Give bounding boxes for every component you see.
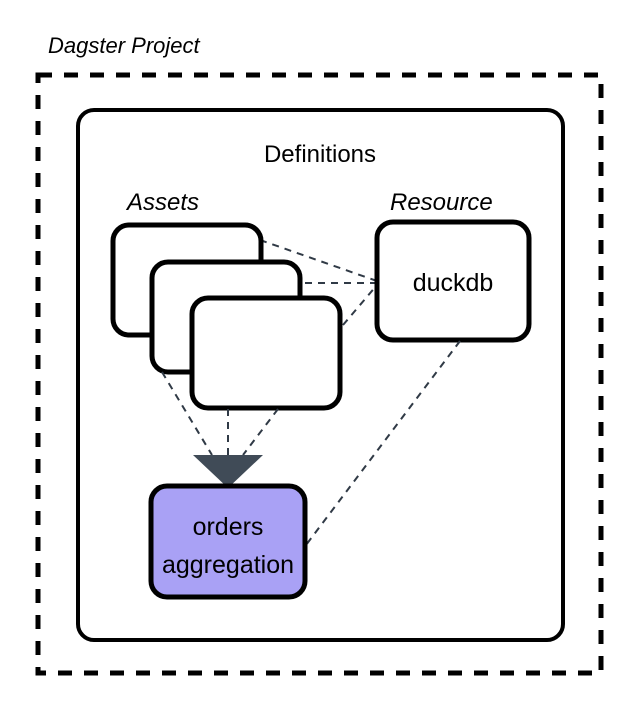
edge-duckdb-to-orders: [305, 340, 461, 546]
asset-card-3[interactable]: [189, 295, 343, 411]
assets-group-label: Assets: [125, 189, 199, 216]
duckdb-node[interactable]: [374, 219, 532, 343]
edge-group-assets-to-duckdb: [259, 239, 378, 326]
dagster-project-boundary: [35, 72, 604, 676]
resource-group-label: Resource: [390, 189, 493, 216]
edge-asset2-to-orders: [161, 371, 213, 456]
dagster-project-title: Dagster Project: [48, 33, 201, 58]
orders-aggregation-node[interactable]: [148, 483, 308, 600]
definitions-label: Definitions: [264, 141, 376, 168]
duckdb-node-label: duckdb: [413, 269, 494, 297]
edge-group-assets-to-orders: [161, 371, 279, 456]
merge-arrowhead-icon: [193, 455, 263, 488]
edge-asset3-right-to-orders: [242, 408, 279, 456]
edge-asset3-to-duckdb: [342, 284, 378, 326]
orders-aggregation-label-line1: orders: [193, 513, 264, 541]
orders-aggregation-label-line2: aggregation: [162, 551, 294, 579]
